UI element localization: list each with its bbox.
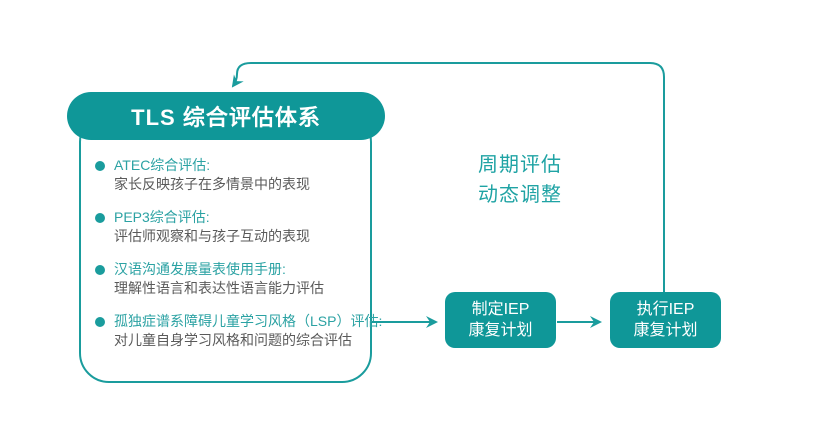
cycle-note-line1: 周期评估 bbox=[478, 154, 562, 176]
step-make-iep-line1: 制定IEP bbox=[471, 301, 530, 318]
bullet-dot-icon bbox=[95, 317, 105, 327]
assessment-desc: 评估师观察和与孩子互动的表现 bbox=[114, 228, 310, 244]
assessment-item-pep3: PEP3综合评估: 评估师观察和与孩子互动的表现 bbox=[95, 208, 395, 246]
assessment-item-lsp: 孤独症谱系障碍儿童学习风格（LSP）评估: 对儿童自身学习风格和问题的综合评估 bbox=[95, 312, 395, 350]
cycle-note: 周期评估 动态调整 bbox=[448, 150, 592, 210]
step-execute-iep-line2: 康复计划 bbox=[633, 322, 698, 339]
assessment-desc: 理解性语言和表达性语言能力评估 bbox=[114, 280, 324, 296]
assessment-title: 孤独症谱系障碍儿童学习风格（LSP）评估: bbox=[114, 313, 383, 329]
assessment-item-atec: ATEC综合评估: 家长反映孩子在多情景中的表现 bbox=[95, 156, 395, 194]
assessment-desc: 家长反映孩子在多情景中的表现 bbox=[114, 176, 310, 192]
step-make-iep: 制定IEP 康复计划 bbox=[445, 292, 556, 348]
diagram-title: TLS 综合评估体系 bbox=[131, 105, 321, 130]
assessment-title: PEP3综合评估: bbox=[114, 209, 210, 225]
step-make-iep-line2: 康复计划 bbox=[468, 322, 533, 339]
assessment-list: ATEC综合评估: 家长反映孩子在多情景中的表现 PEP3综合评估: 评估师观察… bbox=[95, 156, 395, 364]
bullet-dot-icon bbox=[95, 213, 105, 223]
assessment-title: 汉语沟通发展量表使用手册: bbox=[114, 261, 286, 277]
assessment-item-ccdi: 汉语沟通发展量表使用手册: 理解性语言和表达性语言能力评估 bbox=[95, 260, 395, 298]
step-execute-iep-line1: 执行IEP bbox=[636, 301, 695, 318]
assessment-title: ATEC综合评估: bbox=[114, 157, 211, 173]
header-box: TLS 综合评估体系 bbox=[67, 92, 385, 140]
bullet-dot-icon bbox=[95, 265, 105, 275]
assessment-desc: 对儿童自身学习风格和问题的综合评估 bbox=[114, 332, 352, 348]
cycle-note-line2: 动态调整 bbox=[478, 184, 562, 206]
step-execute-iep: 执行IEP 康复计划 bbox=[610, 292, 721, 348]
bullet-dot-icon bbox=[95, 161, 105, 171]
